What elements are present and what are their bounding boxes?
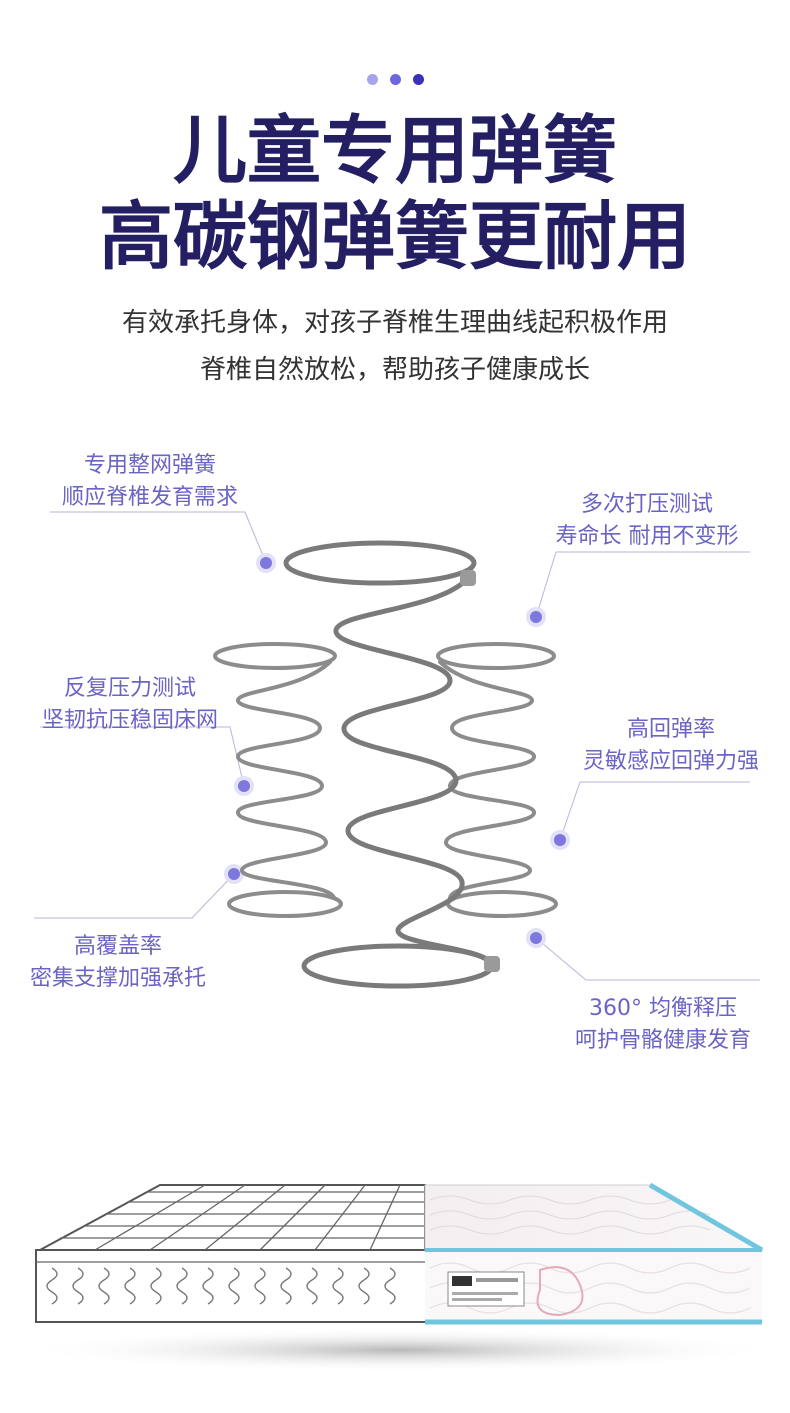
- callout-mid-right: 高回弹率 灵敏感应回弹力强: [511, 714, 790, 778]
- leader-line-bottom-left: [34, 873, 235, 919]
- leader-line-top-left: [50, 511, 267, 564]
- leader-line-bottom-right: [535, 937, 760, 981]
- leader-line-mid-right: [559, 781, 750, 841]
- callout-top-right: 多次打压测试 寿命长 耐用不变形: [487, 489, 790, 553]
- marker-top-left: [256, 553, 276, 573]
- callout-bottom-right: 360° 均衡释压 呵护骨骼健康发育: [503, 993, 790, 1057]
- callout-bottom-left-line2: 密集支撑加强承托: [29, 966, 206, 991]
- callout-markers: [224, 553, 570, 948]
- subtitle-line-2: 脊椎自然放松，帮助孩子健康成长: [199, 355, 590, 385]
- indicator-dot-2: [389, 74, 401, 85]
- subtitle-line-1: 有效承托身体，对孩子脊椎生理曲线起积极作用: [121, 308, 668, 338]
- marker-bottom-right: [526, 928, 546, 948]
- marker-top-right: [526, 607, 546, 627]
- callout-top-right-line1: 多次打压测试: [580, 492, 713, 517]
- marker-bottom-left: [224, 864, 244, 884]
- left-spring: [213, 642, 343, 918]
- callout-mid-right-line2: 灵敏感应回弹力强: [582, 749, 759, 774]
- callout-top-left-line1: 专用整网弹簧: [83, 453, 216, 478]
- callout-bottom-right-line2: 呵护骨骼健康发育: [574, 1028, 751, 1053]
- marker-mid-left: [234, 776, 254, 796]
- mattress-cutaway-illustration: [20, 1182, 780, 1372]
- center-spring: [283, 540, 500, 989]
- callout-top-left: 专用整网弹簧 顺应脊椎发育需求: [0, 450, 310, 514]
- callout-top-left-line2: 顺应脊椎发育需求: [61, 485, 238, 510]
- headline-line-2: 高碳钢弹簧更耐用: [99, 194, 691, 280]
- callout-bottom-left-line1: 高覆盖率: [73, 934, 162, 959]
- indicator-dot-3: [412, 74, 424, 85]
- callout-mid-left: 反复压力测试 坚韧抗压稳固床网: [0, 673, 290, 737]
- page-indicator-dots: [0, 70, 790, 89]
- pocket-springs: [46, 1267, 396, 1305]
- leader-line-mid-left: [40, 726, 245, 787]
- callout-mid-left-line1: 反复压力测试: [63, 676, 196, 701]
- leader-lines: [34, 511, 760, 981]
- marker-mid-right: [550, 830, 570, 850]
- leader-line-top-right: [535, 551, 750, 618]
- callout-top-right-line2: 寿命长 耐用不变形: [555, 524, 739, 549]
- callout-bottom-left: 高覆盖率 密集支撑加强承托: [0, 931, 278, 995]
- indicator-dot-1: [366, 74, 378, 85]
- callout-mid-right-line1: 高回弹率: [626, 717, 715, 742]
- coil-springs-illustration: [213, 540, 558, 989]
- callout-mid-left-line2: 坚韧抗压稳固床网: [41, 708, 218, 733]
- headline-line-1: 儿童专用弹簧: [173, 108, 617, 194]
- callout-bottom-right-line1: 360° 均衡释压: [589, 996, 737, 1021]
